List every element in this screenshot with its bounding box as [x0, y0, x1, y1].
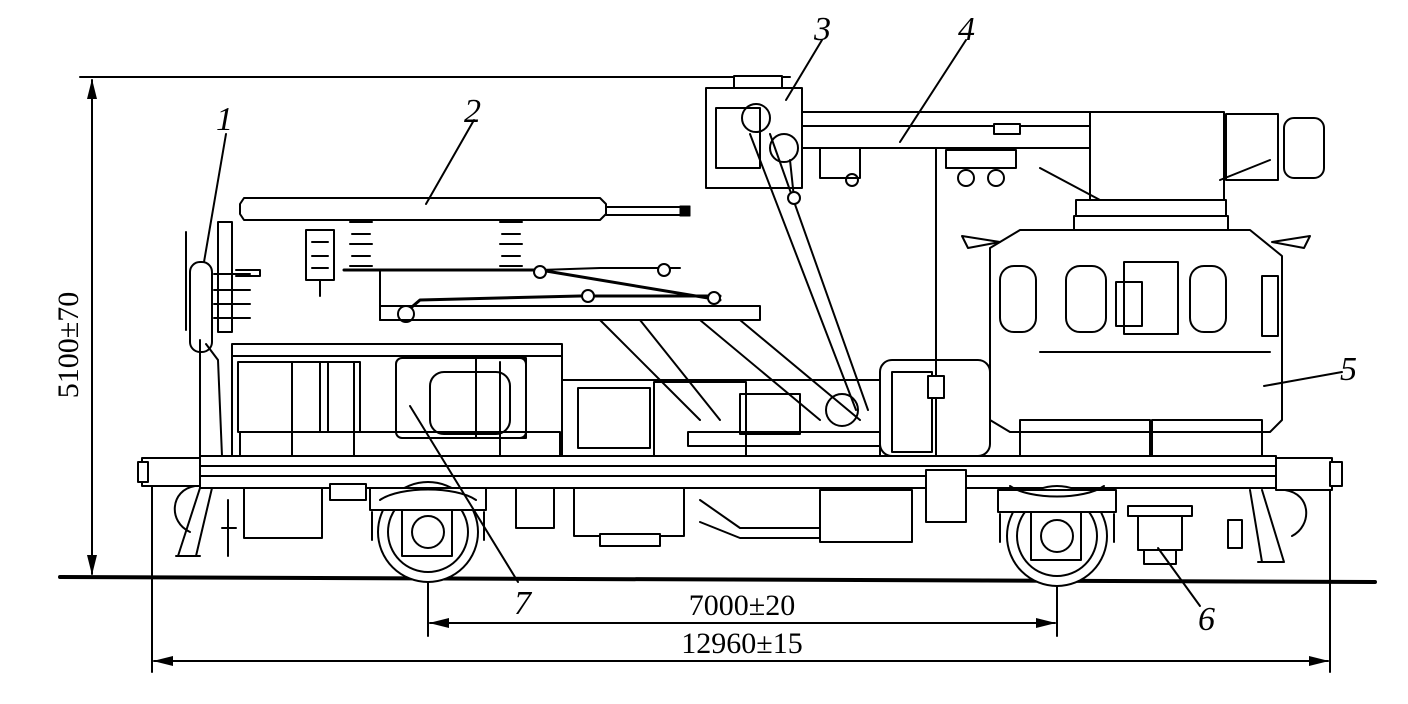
callout-5: 5	[1340, 351, 1357, 388]
chassis-frame	[137, 455, 1343, 563]
insulated-platform	[239, 197, 861, 421]
drivers-cab	[961, 229, 1311, 457]
front-wheelset	[369, 481, 487, 583]
callout-4: 4	[958, 11, 975, 48]
equipment-compartment	[231, 343, 991, 457]
overall-length-label: 12960±15	[681, 627, 802, 660]
wheelbase-label: 7000±20	[689, 589, 795, 622]
crane-boom	[801, 111, 1325, 457]
platform-insulators	[305, 221, 523, 297]
callout-6: 6	[1198, 601, 1215, 638]
rear-wheelset	[997, 485, 1117, 587]
lightning-arrester	[185, 221, 261, 457]
underframe-equipment	[221, 469, 1243, 565]
callout-2: 2	[464, 93, 481, 130]
callout-1: 1	[216, 101, 233, 138]
ground-rail-line	[58, 575, 1377, 584]
height-dimension-label: 5100±70	[52, 292, 85, 398]
callout-7: 7	[514, 585, 533, 622]
height-dimension	[79, 76, 791, 575]
hoist-head	[705, 75, 869, 411]
callout-3: 3	[813, 11, 831, 48]
callout-leaders	[203, 39, 1343, 607]
overall-length-dimension	[151, 459, 1331, 673]
